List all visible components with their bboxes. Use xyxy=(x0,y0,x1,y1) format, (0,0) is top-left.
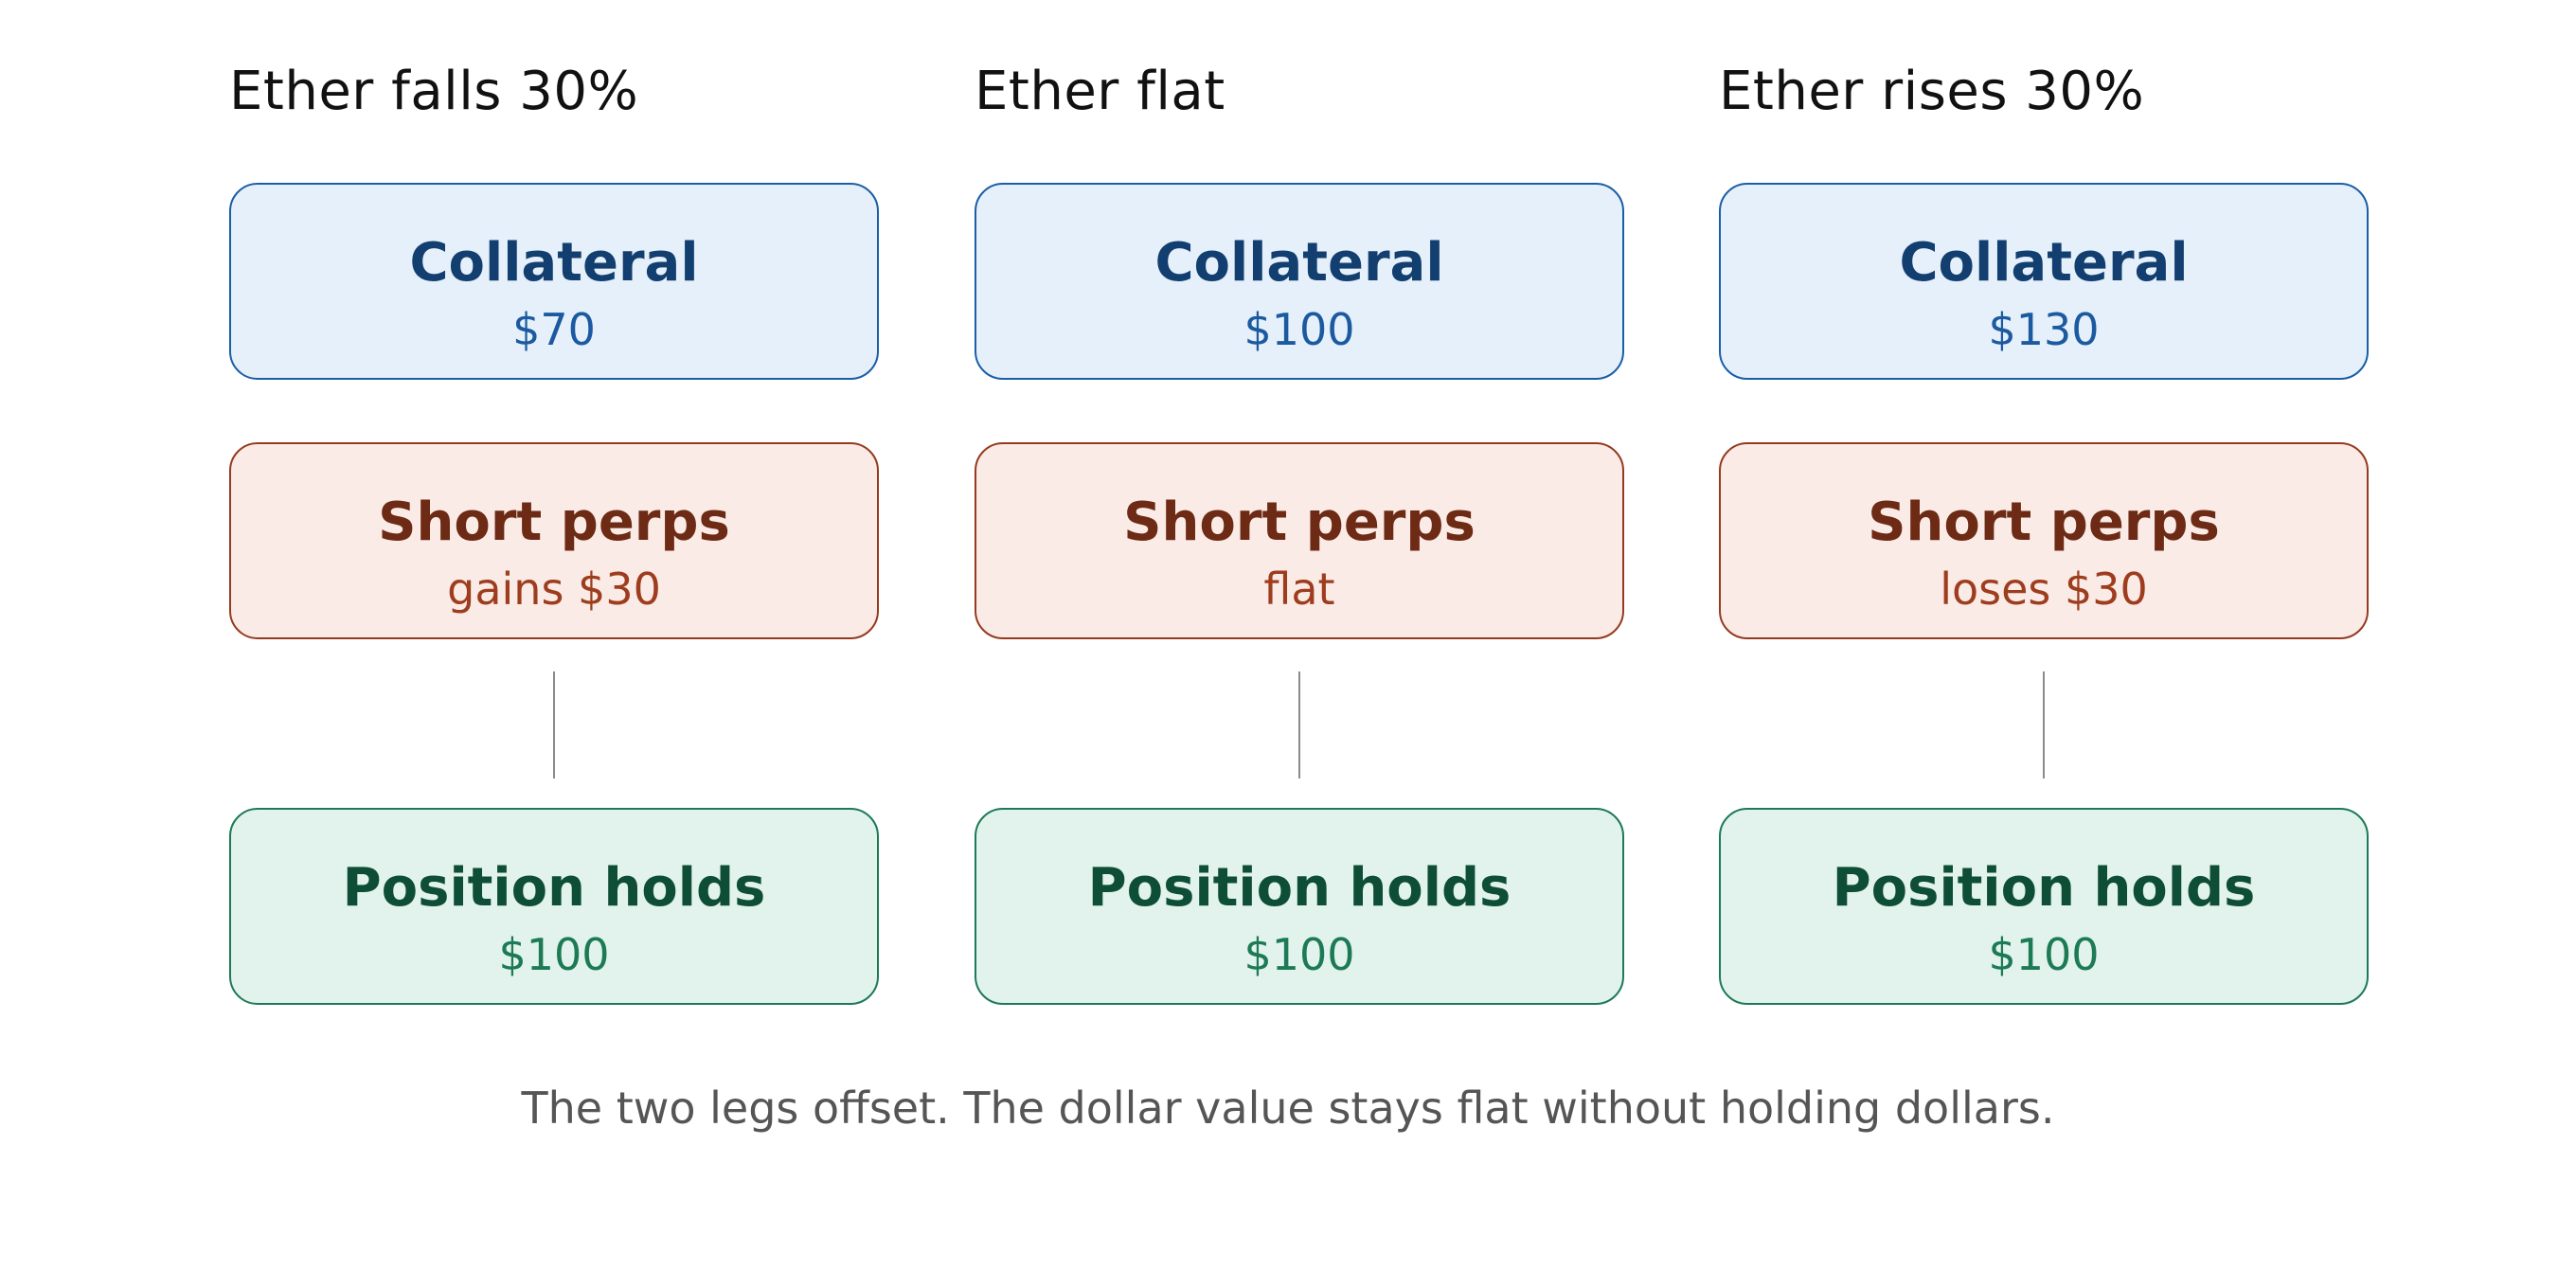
short-perps-label: Short perps xyxy=(1868,492,2220,553)
position-holds-value: $100 xyxy=(1988,929,2100,980)
collateral-label: Collateral xyxy=(409,232,699,294)
short-perps-box: Short perps loses $30 xyxy=(1719,442,2369,639)
collateral-value: $100 xyxy=(1243,304,1355,355)
collateral-label: Collateral xyxy=(1154,232,1444,294)
position-holds-value: $100 xyxy=(1243,929,1355,980)
scenario-title: Ether flat xyxy=(975,61,1225,122)
caption: The two legs offset. The dollar value st… xyxy=(521,1082,2055,1134)
position-holds-label: Position holds xyxy=(1832,857,2256,919)
collateral-box: Collateral $100 xyxy=(975,183,1624,380)
connector-line xyxy=(553,671,555,778)
scenario-title: Ether rises 30% xyxy=(1719,61,2145,122)
short-perps-value: flat xyxy=(1263,564,1335,615)
position-holds-box: Position holds $100 xyxy=(229,808,879,1005)
short-perps-value: gains $30 xyxy=(447,564,661,615)
scenario-column-rises: Ether rises 30% Collateral $130 Short pe… xyxy=(1717,0,2370,1042)
connector-line xyxy=(1298,671,1300,778)
position-holds-box: Position holds $100 xyxy=(975,808,1624,1005)
position-holds-label: Position holds xyxy=(342,857,766,919)
short-perps-label: Short perps xyxy=(378,492,730,553)
position-holds-label: Position holds xyxy=(1087,857,1512,919)
scenario-column-flat: Ether flat Collateral $100 Short perps f… xyxy=(973,0,1626,1042)
scenario-title: Ether falls 30% xyxy=(229,61,639,122)
connector-line xyxy=(2043,671,2045,778)
short-perps-box: Short perps flat xyxy=(975,442,1624,639)
collateral-label: Collateral xyxy=(1899,232,2189,294)
collateral-box: Collateral $130 xyxy=(1719,183,2369,380)
position-holds-value: $100 xyxy=(498,929,610,980)
collateral-value: $70 xyxy=(512,304,596,355)
short-perps-value: loses $30 xyxy=(1940,564,2148,615)
scenario-column-falls: Ether falls 30% Collateral $70 Short per… xyxy=(227,0,881,1042)
collateral-value: $130 xyxy=(1988,304,2100,355)
position-holds-box: Position holds $100 xyxy=(1719,808,2369,1005)
collateral-box: Collateral $70 xyxy=(229,183,879,380)
short-perps-label: Short perps xyxy=(1123,492,1476,553)
short-perps-box: Short perps gains $30 xyxy=(229,442,879,639)
